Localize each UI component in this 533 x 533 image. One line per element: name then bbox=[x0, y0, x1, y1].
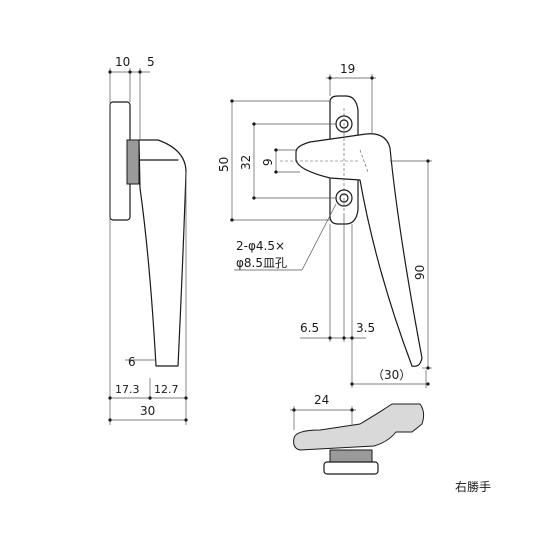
side-handle bbox=[138, 139, 187, 367]
hole-note-line2: φ8.5皿孔 bbox=[236, 256, 287, 270]
dim-5: 5 bbox=[147, 55, 155, 69]
dim-24: 24 bbox=[314, 393, 329, 407]
dim-9: 9 bbox=[261, 158, 275, 166]
side-view: 10 5 6 17.3 12.7 30 bbox=[108, 55, 188, 425]
hand-note: 右勝手 bbox=[455, 479, 491, 494]
dim-12-7: 12.7 bbox=[154, 383, 179, 396]
side-hub bbox=[126, 139, 140, 185]
dim-90: 90 bbox=[413, 265, 427, 280]
bottom-lever bbox=[293, 403, 425, 451]
dim-3-5: 3.5 bbox=[356, 321, 375, 335]
dim-6: 6 bbox=[128, 355, 136, 369]
dim-30-side: 30 bbox=[140, 404, 155, 418]
dim-32: 32 bbox=[239, 155, 253, 170]
hole-note-line1: 2-φ4.5× bbox=[236, 239, 285, 253]
front-lever bbox=[295, 133, 423, 367]
bottom-view: 24 bbox=[290, 393, 425, 475]
bottom-base bbox=[323, 461, 379, 475]
bottom-hub bbox=[329, 449, 373, 463]
dim-10: 10 bbox=[115, 55, 130, 69]
front-view: 19 50 32 9 90 2-φ4.5× φ8.5皿孔 6.5 3.5 （30… bbox=[217, 62, 432, 388]
dim-30-ref: （30） bbox=[372, 368, 411, 382]
dim-19: 19 bbox=[340, 62, 355, 76]
dim-50: 50 bbox=[217, 157, 231, 172]
dim-17-3: 17.3 bbox=[115, 383, 140, 396]
dim-6-5: 6.5 bbox=[300, 321, 319, 335]
